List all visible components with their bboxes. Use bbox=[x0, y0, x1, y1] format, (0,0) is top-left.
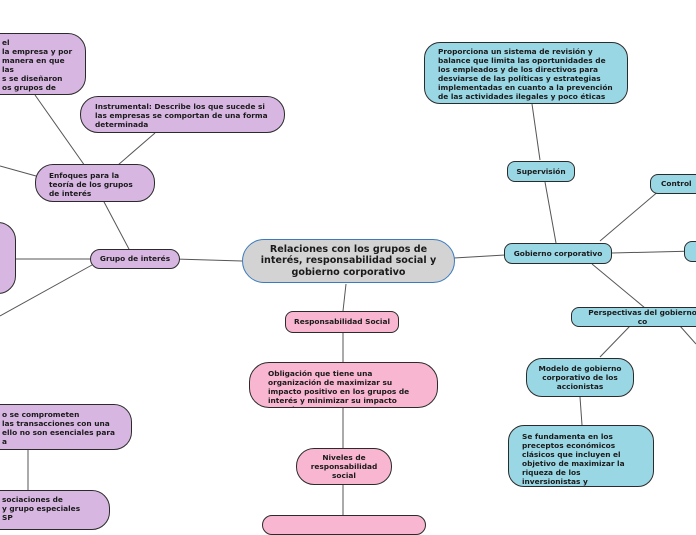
edge-grupo-lower-left bbox=[0, 264, 93, 317]
edge-center-gobierno bbox=[453, 254, 506, 259]
edge-grupo-enfoques bbox=[102, 199, 131, 252]
edge-enfoques-top bbox=[34, 94, 86, 167]
grupo-interes-node[interactable]: Grupo de interés bbox=[90, 249, 180, 269]
modelo-node[interactable]: Modelo de gobierno corporativo de los ac… bbox=[526, 358, 634, 397]
supervision-node[interactable]: Supervisión bbox=[507, 161, 575, 182]
bottom-left-partial-node-2[interactable]: sociaciones de y grupo especiales SP bbox=[0, 490, 110, 530]
edge-perspectivas-modelo bbox=[599, 325, 631, 358]
edge-supervision-desc bbox=[531, 103, 541, 161]
top-left-partial-node[interactable]: el la empresa y por manera en que las s … bbox=[0, 33, 86, 95]
edge-enfoques-left bbox=[0, 165, 37, 177]
edge-center-responsabilidad bbox=[342, 283, 347, 312]
bottom-left-partial-node-1[interactable]: o se comprometen las transacciones con u… bbox=[0, 404, 132, 450]
edge-modelo-fundamento bbox=[579, 396, 583, 426]
edge-gobierno-control bbox=[599, 189, 661, 242]
central-topic[interactable]: Relaciones con los grupos de interés, re… bbox=[242, 239, 455, 283]
edge-enfoques-instrumental bbox=[117, 132, 156, 166]
supervision-desc-node[interactable]: Proporciona un sistema de revisión y bal… bbox=[424, 42, 628, 104]
fundamento-node[interactable]: Se fundamenta en los preceptos económico… bbox=[508, 425, 654, 487]
enfoques-node[interactable]: Enfoques para la teoría de los grupos de… bbox=[35, 164, 155, 202]
left-edge-node[interactable] bbox=[0, 222, 16, 294]
control-node[interactable]: Control bbox=[650, 174, 696, 194]
responsabilidad-social-node[interactable]: Responsabilidad Social bbox=[285, 311, 399, 333]
edge-gobierno-supervision bbox=[544, 181, 557, 244]
edge-perspectivas-right bbox=[679, 325, 696, 345]
gobierno-corporativo-node[interactable]: Gobierno corporativo bbox=[504, 243, 612, 264]
connector-lines bbox=[0, 94, 696, 515]
bottom-partial-pink-node[interactable] bbox=[262, 515, 426, 535]
niveles-node[interactable]: Niveles de responsabilidad social bbox=[296, 448, 392, 485]
instrumental-node[interactable]: Instrumental: Describe los que sucede si… bbox=[80, 96, 285, 133]
obligacion-node[interactable]: Obligación que tiene una organización de… bbox=[249, 362, 438, 408]
edge-gobierno-right bbox=[611, 250, 696, 254]
edge-gobierno-perspectivas bbox=[591, 263, 646, 309]
right-edge-node[interactable] bbox=[684, 241, 696, 262]
edge-center-grupo bbox=[174, 258, 243, 262]
perspectivas-node[interactable]: Perspectivas del gobierno co bbox=[571, 307, 696, 327]
